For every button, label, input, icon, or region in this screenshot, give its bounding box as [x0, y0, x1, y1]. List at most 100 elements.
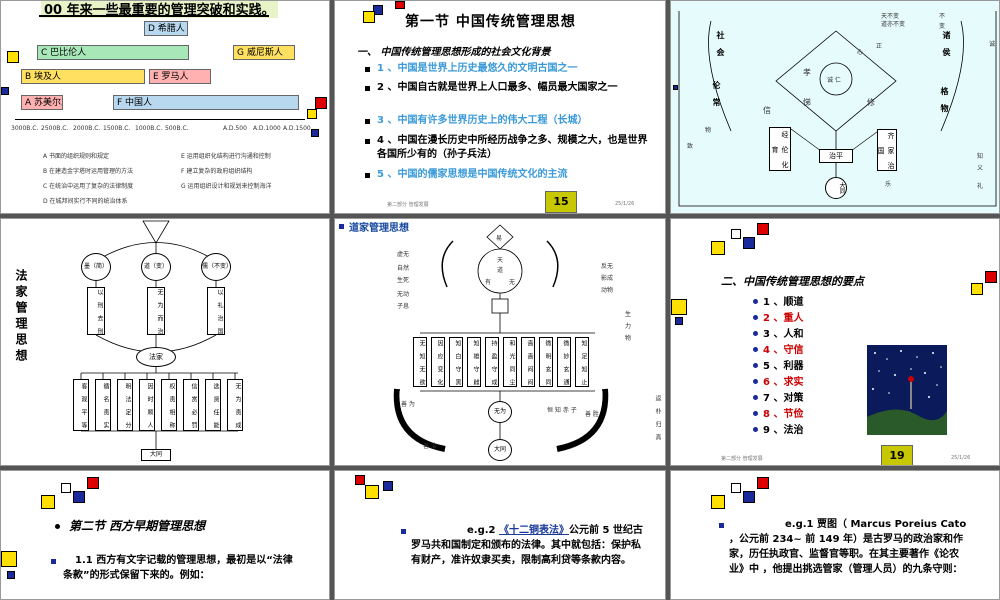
slide2-subtitle: 一、 中国传统管理思想形成的社会文化背景	[357, 47, 551, 58]
slide-thumbnail-2[interactable]: 第一节 中国传统管理思想 一、 中国传统管理思想形成的社会文化背景 1 、中国是…	[334, 0, 666, 214]
slide4-cell: 因 时 顺 人	[139, 379, 155, 431]
timeline-bar-egyptians: B 埃及人	[21, 69, 145, 84]
slide3-bottom-box: 治平	[819, 149, 853, 163]
slide4-cell: 客 观 平 等	[73, 379, 89, 431]
slide5-left-label: 无动	[397, 291, 410, 298]
slide3-arc-label: 诸 侯	[942, 31, 951, 56]
slide4-bottom-node: 大同	[141, 449, 171, 461]
list-dot	[753, 331, 758, 336]
night-sky-image	[867, 350, 947, 435]
slide5-right-label: 动物	[601, 287, 614, 294]
slide3-left-box: 经 伦 化 育	[769, 127, 791, 171]
slide-thumbnail-7[interactable]: 第二节 西方早期管理思想 1.1 西方有文字记载的管理思想，最初是以“法律条款”…	[0, 470, 330, 600]
slide6-page-number: 19	[881, 445, 913, 465]
slide5-center-label: 有	[485, 279, 492, 286]
slide-thumbnail-4[interactable]: 法家管理思想 墨（简） 道（变） 儒（不变） 以 刑 去 刑 无 为 而 治 以…	[0, 218, 330, 466]
timeline-bar-sumerians: A 苏美尔人	[21, 95, 63, 110]
slide-thumbnail-9[interactable]: e.g.1 贾图（ Marcus Poreius Cato ，公元前 234~ …	[670, 470, 1000, 600]
bullet-marker	[339, 224, 344, 229]
deco-square	[315, 97, 327, 109]
slide3-label: 义	[977, 165, 984, 172]
slide5-cell: 微 明 玄 同	[539, 337, 553, 387]
slide2-date: 25/1/26	[615, 201, 635, 207]
slide2-footer: 第二部分 管理发展	[387, 202, 429, 208]
slide4-node-ru: 儒（不变）	[201, 253, 232, 281]
list-dot	[753, 395, 758, 400]
deco-square	[311, 129, 319, 137]
slide2-item-3: 3 、中国有许多世界历史上的伟大工程（长城）	[377, 115, 588, 126]
deco-square	[365, 485, 379, 499]
deco-square	[971, 283, 983, 295]
slide2-item-5: 5 、中国的儒家思想是中国传统文化的主流	[377, 169, 568, 180]
slide6-item-3: 3 、人和	[763, 329, 804, 340]
slide5-center-label: 无	[509, 279, 516, 286]
slide5-cell: 啬 啬 闷 闷	[521, 337, 535, 387]
bullet-marker	[51, 559, 56, 564]
slide8-body: e.g.2 《十二铜表法》公元前 5 世纪古罗马共和国制定和颁布的法律。其中就包…	[411, 523, 643, 568]
slide4-node-mo: 墨（简）	[81, 253, 111, 281]
axis-tick: 3000B.C.	[11, 125, 39, 132]
axis-tick: 1500B.C.	[103, 125, 131, 132]
slide5-left-label: 生死	[397, 277, 410, 284]
deco-square	[1, 551, 17, 567]
slide2-item-4: 4 、中国在漫长历史中所经历战争之多、规模之大，也是世界各国所少有的（孙子兵法）	[377, 135, 648, 160]
slide6-footer: 第二部分 管理发展	[721, 456, 763, 462]
slide4-side-title: 法家管理思想	[14, 269, 28, 365]
timeline-bar-chinese: F 中国人	[113, 95, 299, 110]
deco-square	[61, 483, 71, 493]
slide5-left-label: 自然	[397, 265, 410, 272]
list-dot	[753, 379, 758, 384]
slide5-node-wuwei: 无为	[488, 401, 512, 423]
slide-thumbnail-3[interactable]: 天不变 道亦不变 不 变 诚 仁 孝 悌 信 修 正 心 经 伦 化 育 齐 家…	[670, 0, 1000, 214]
slide5-arc-label: 善 治	[423, 443, 437, 450]
slide6-item-6: 6 、求实	[763, 377, 804, 388]
slide4-node-dao: 道（变）	[141, 253, 171, 281]
slide-thumbnail-1[interactable]: 00 年来一些最重要的管理突破和实践。 D 希腊人 C 巴比伦人 G 威尼斯人 …	[0, 0, 330, 214]
slide5-center-label: 道	[497, 267, 504, 274]
slide4-cell: 信 赏 必 罚	[183, 379, 199, 431]
list-dot	[753, 411, 758, 416]
bullet-marker	[365, 67, 370, 72]
slide7-body: 1.1 西方有文字记载的管理思想，最初是以“法律条款”的形式保留下来的。例如：	[63, 555, 293, 581]
bullet-marker	[365, 139, 370, 144]
slide5-cell: 持 盈 守 成	[485, 337, 499, 387]
slide-thumbnail-5[interactable]: 道家管理思想 易 虚无 自然 生死 无动 子息 天 道 有 无 反无 影成 动物…	[334, 218, 666, 466]
slide4-mid-label: 以 礼 治 国	[207, 287, 225, 335]
slide4-cell: 循 名 责 实	[95, 379, 111, 431]
deco-square	[731, 229, 741, 239]
deco-square	[675, 317, 683, 325]
axis-tick: A.D.500	[223, 125, 247, 132]
axis-tick: 2500B.C.	[41, 125, 69, 132]
slide8-law-link[interactable]: 《十二铜表法》	[498, 525, 569, 536]
bullet-marker	[401, 529, 406, 534]
slide5-right-label: 物	[625, 335, 632, 342]
slide-thumbnail-6[interactable]: 二、中国传统管理思想的要点 1 、顺道 2 、重人 3 、人和 4 、守信 5 …	[670, 218, 1000, 466]
list-dot	[55, 524, 60, 529]
deco-square	[383, 481, 393, 491]
slide3-label: 物	[705, 127, 712, 134]
slide4-cell: 权 责 相 称	[161, 379, 177, 431]
slide4-center-node: 法家	[136, 347, 176, 367]
slide3-label: 不	[939, 13, 946, 20]
slide5-center-label: 天	[497, 257, 504, 264]
bullet-marker	[365, 173, 370, 178]
timeline-bar-babylonians: C 巴比伦人	[37, 45, 189, 60]
slide3-label: 天不变	[881, 13, 900, 20]
deco-square	[711, 241, 725, 255]
slide5-side-note: 恒 知 赤 子	[547, 407, 577, 414]
list-dot	[753, 347, 758, 352]
timeline-bar-venetians: G 威尼斯人	[233, 45, 295, 60]
slide3-label: 悌	[803, 98, 811, 107]
deco-square	[711, 495, 725, 509]
slide3-label: 道亦不变	[881, 21, 906, 28]
note-left: B 在建造金字塔时运用管理的方法	[43, 168, 134, 175]
slide-thumbnail-8[interactable]: e.g.2 《十二铜表法》公元前 5 世纪古罗马共和国制定和颁布的法律。其中就包…	[334, 470, 666, 600]
slide5-cell: 知 足 知 止	[575, 337, 589, 387]
slide1-top-text: 00 年来一些最重要的管理突破和实践。	[41, 1, 278, 18]
slide6-item-2: 2 、重人	[763, 313, 804, 324]
slide3-diagram	[678, 11, 997, 207]
slide6-item-8: 8 、节俭	[763, 409, 804, 420]
deco-square	[731, 483, 741, 493]
axis-tick: 1000B.C.	[135, 125, 163, 132]
deco-square	[673, 85, 678, 90]
